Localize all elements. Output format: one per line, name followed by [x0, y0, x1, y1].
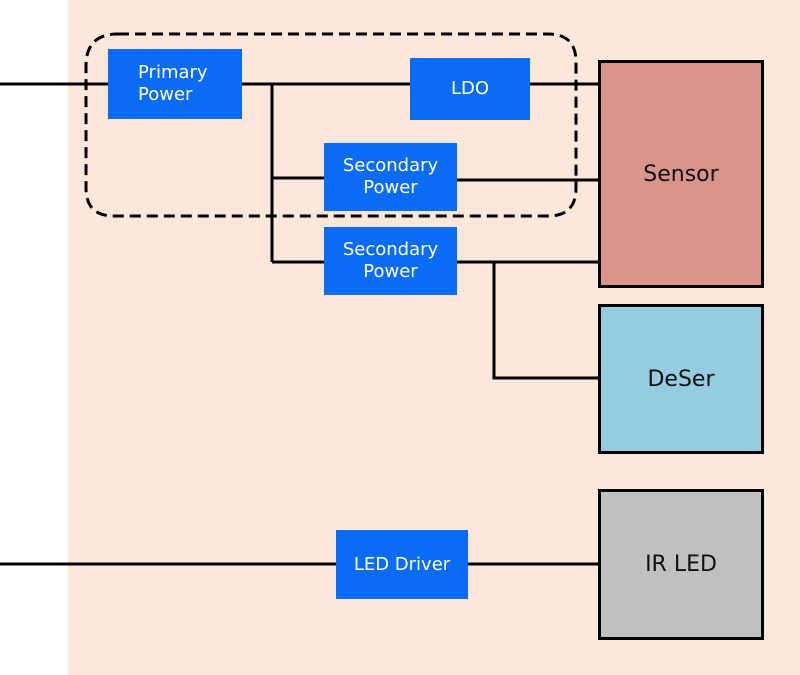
led-driver-block: LED Driver — [336, 530, 468, 599]
primary-power-label-line2: Power — [138, 84, 193, 105]
secondary-power-1-label-line2: Power — [363, 177, 418, 198]
ldo-label: LDO — [450, 78, 490, 99]
wire-secondary-2-to-deser — [492, 262, 600, 380]
secondary-power-block-2: Secondary Power — [324, 227, 457, 295]
ir-led-device: IR LED — [598, 489, 764, 640]
primary-power-label-line1: Primary — [138, 62, 208, 83]
ir-led-label: IR LED — [645, 552, 717, 577]
deser-device: DeSer — [598, 304, 764, 454]
deser-label: DeSer — [647, 366, 715, 392]
secondary-power-block-1: Secondary Power — [324, 143, 457, 211]
sensor-device: Sensor — [598, 60, 764, 288]
sensor-label: Sensor — [643, 161, 719, 187]
led-driver-label: LED Driver — [353, 553, 451, 575]
primary-power-block: Primary Power — [108, 49, 242, 119]
secondary-power-2-label-line2: Power — [363, 261, 418, 282]
secondary-power-2-label-line1: Secondary — [342, 239, 439, 260]
primary-power-domain-boundary — [84, 32, 578, 218]
ldo-block: LDO — [410, 58, 530, 120]
secondary-power-1-label-line1: Secondary — [342, 155, 439, 176]
